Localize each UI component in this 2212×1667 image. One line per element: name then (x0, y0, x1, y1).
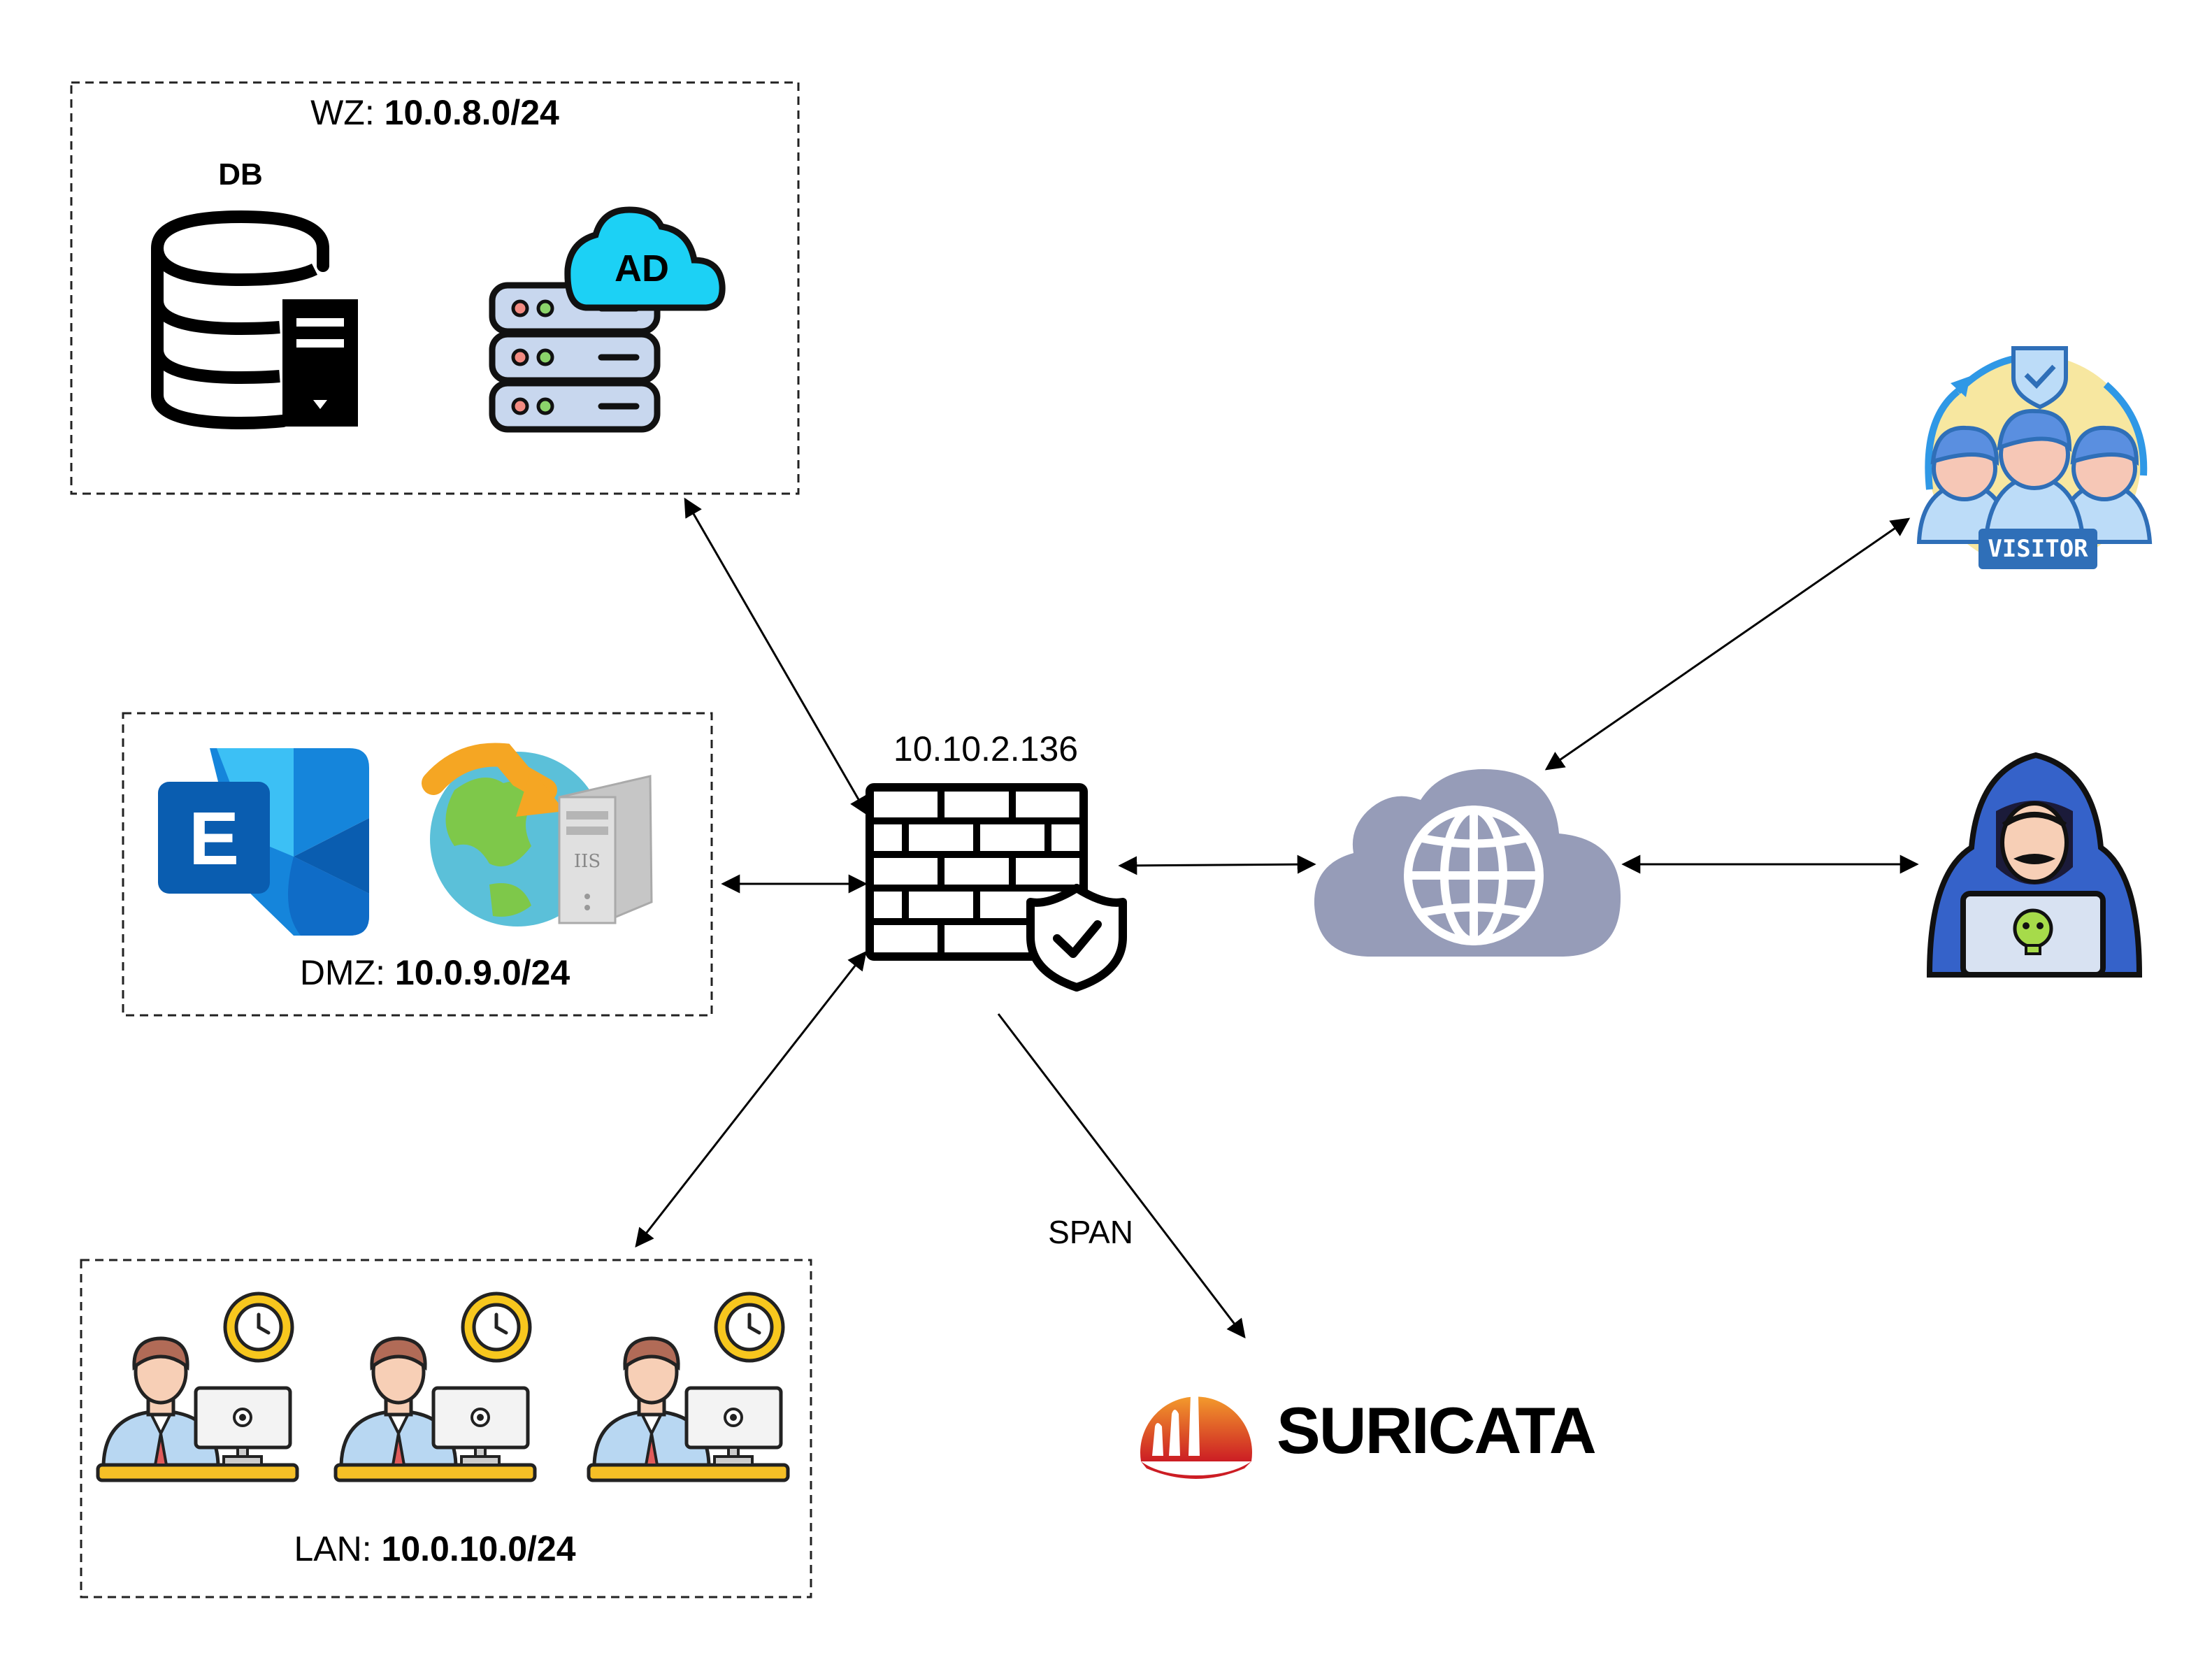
dmz-zone-box (122, 712, 713, 1017)
hacker-icon (1926, 752, 2143, 978)
iis-label: IIS (574, 851, 601, 872)
suricata-logo (1140, 1390, 1252, 1479)
lan-zone-box (80, 1259, 812, 1598)
link-firewall-wz (684, 497, 868, 816)
visitor-badge-text: VISITOR (1988, 535, 2088, 563)
link-firewall-internet (1118, 854, 1316, 875)
employee-workstation-icon (336, 1294, 535, 1480)
exchange-icon: E (158, 748, 369, 936)
span-label: SPAN (1048, 1214, 1133, 1250)
internet-cloud-icon (1314, 769, 1621, 957)
wz-zone-label: WZ: 10.0.8.0/24 (310, 93, 559, 132)
database-server-icon (151, 210, 358, 430)
ad-label: AD (615, 248, 669, 289)
firewall-ip-label: 10.10.2.136 (893, 729, 1078, 768)
db-label: DB (218, 157, 263, 192)
suricata-wordmark: SURICATA (1277, 1394, 1595, 1467)
visitor-group-icon: VISITOR (1916, 346, 2153, 569)
firewall-icon (866, 783, 1127, 992)
employee-workstation-icon (589, 1294, 788, 1480)
dmz-zone-label: DMZ: 10.0.9.0/24 (300, 953, 570, 992)
wz-zone-box (70, 81, 800, 495)
link-firewall-lan (635, 950, 867, 1248)
lan-zone-label: LAN: 10.0.10.0/24 (294, 1529, 575, 1568)
link-span-suricata (997, 1013, 1246, 1339)
iis-web-server-icon: IIS (422, 743, 653, 926)
exchange-letter: E (189, 796, 239, 880)
ad-server-icon (489, 206, 726, 433)
employee-workstation-icon (98, 1294, 297, 1480)
link-internet-visitor (1544, 517, 1911, 771)
